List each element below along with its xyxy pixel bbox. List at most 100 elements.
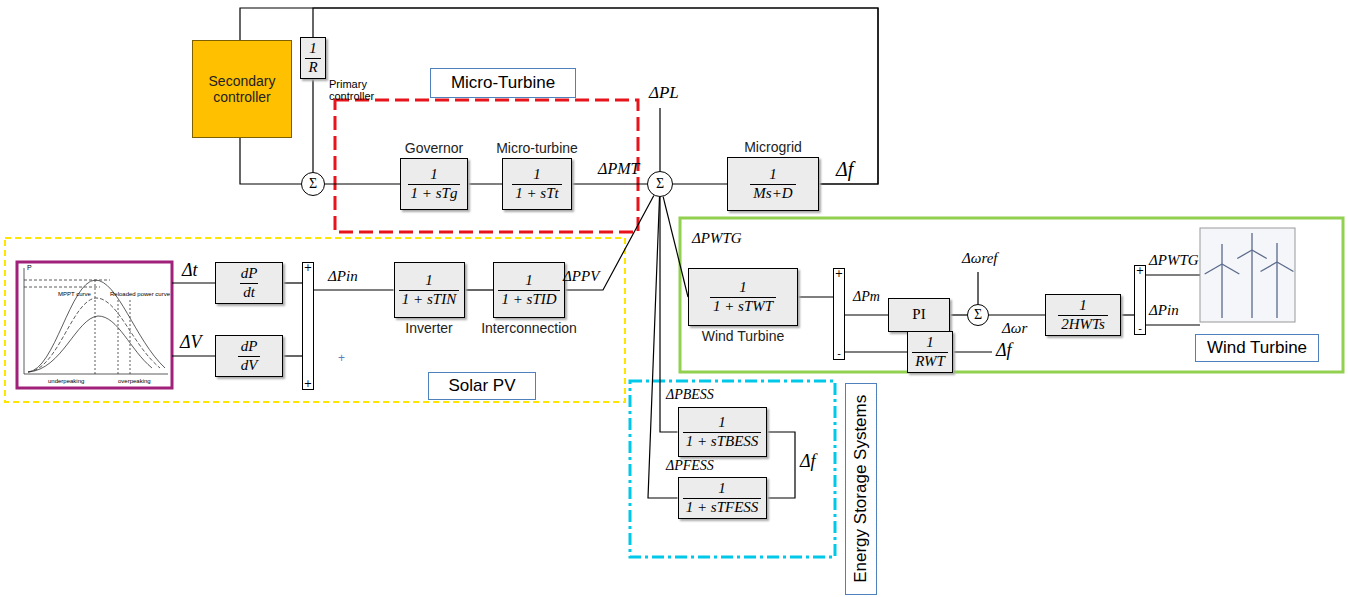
signal-label: Δωref xyxy=(962,250,998,267)
block-text: 1 xyxy=(739,279,747,296)
turbine-blade xyxy=(1276,243,1277,262)
signal-label: ΔPWTG xyxy=(1149,252,1199,269)
solar-region xyxy=(5,238,625,402)
block-text: PI xyxy=(912,306,925,323)
transfer-function-block: 11 + sTFESS xyxy=(678,477,767,519)
section-label: Energy Storage Systems xyxy=(845,383,877,595)
plot-axes xyxy=(24,268,168,374)
signal-connector xyxy=(325,183,400,184)
block-text: 1 + sTFESS xyxy=(683,498,762,516)
section-label: Solar PV xyxy=(428,372,536,400)
wind-f-wire xyxy=(950,351,992,352)
signal-connector xyxy=(312,79,313,172)
block-heading: Interconnection xyxy=(481,320,577,336)
block-text: 1 + sTBESS xyxy=(683,432,762,450)
controller-box: Secondary controller xyxy=(192,40,292,138)
turbine-tower xyxy=(1251,250,1252,318)
block-text: R xyxy=(305,58,320,76)
pv-curve xyxy=(28,316,152,372)
pv-curve-lines xyxy=(24,268,168,374)
transfer-function-block: 11 + sTWTWind Turbine xyxy=(688,268,798,326)
signal-label: + xyxy=(338,352,345,365)
signal-connector xyxy=(663,197,688,297)
block-text: 1 + sTIN xyxy=(399,290,459,308)
summing-junction: Σ xyxy=(967,304,989,326)
block-text: Σ xyxy=(974,307,982,323)
signal-label: ΔPPV xyxy=(563,268,599,285)
signal-connector xyxy=(572,183,647,184)
signal-wires xyxy=(172,108,1200,498)
block-text: 1 xyxy=(769,166,777,183)
signal-connector xyxy=(240,138,301,184)
block-text: - xyxy=(837,349,841,359)
block-text: 1 xyxy=(718,414,726,431)
block-text: 1 xyxy=(309,40,317,57)
pv-curve-plot xyxy=(17,262,172,388)
signal-label: ΔPMT xyxy=(598,160,639,178)
signal-connector xyxy=(468,183,502,184)
turbine-blade xyxy=(1251,233,1252,250)
transfer-function-block: 11 + sTINInverter xyxy=(394,262,465,318)
transfer-function-block: 1RWT xyxy=(907,331,953,373)
signal-connector xyxy=(283,355,302,356)
block-text: 2HWTs xyxy=(1058,315,1108,333)
block-text: 1 xyxy=(926,334,934,351)
signal-label: Δt xyxy=(182,261,198,281)
block-heading: Inverter xyxy=(405,320,452,336)
block-text: Energy Storage Systems xyxy=(851,395,871,583)
block-heading: Governor xyxy=(405,140,463,156)
reloaded-curve xyxy=(28,298,160,372)
block-text: dP xyxy=(241,338,258,355)
block-text: 1 xyxy=(425,272,433,289)
block-text: 1 xyxy=(525,272,533,289)
summing-junction: Σ xyxy=(647,171,673,197)
signal-connector xyxy=(1121,314,1134,315)
summing-bar: ++ xyxy=(302,262,314,390)
block-text: 1 xyxy=(533,166,541,183)
controller-block: PI xyxy=(888,298,950,332)
block-text: Wind Turbine xyxy=(1207,338,1307,358)
block-text: + xyxy=(835,269,843,279)
block-text: Secondary controller xyxy=(193,73,291,105)
transfer-function-block: dPdt xyxy=(215,262,283,304)
block-text: 1 + sTt xyxy=(512,184,561,202)
block-text: Micro-Turbine xyxy=(451,73,555,93)
signal-connector xyxy=(845,314,888,315)
signal-label: Primary controller xyxy=(329,78,385,102)
micro-turbine-region xyxy=(335,100,638,232)
wind-turbine-picture xyxy=(1200,228,1295,322)
signal-label: ΔPL xyxy=(649,84,679,103)
block-text: dt xyxy=(240,283,258,301)
transfer-function-block: Micro-turbine11 + sTt xyxy=(502,158,572,210)
block-text: 1 + sTg xyxy=(408,184,461,202)
plot-guides xyxy=(24,280,110,287)
block-text: RWT xyxy=(912,352,948,370)
block-text: 1 xyxy=(430,166,438,183)
turbine-tower xyxy=(1276,262,1277,318)
signal-label: ΔPin xyxy=(328,268,358,285)
transfer-function-block: Governor11 + sTg xyxy=(400,158,468,210)
turbine-blade xyxy=(1252,250,1267,259)
transfer-function-block: 12HWTs xyxy=(1045,294,1121,336)
block-text: + xyxy=(1136,266,1144,276)
turbine-blade xyxy=(1221,244,1222,264)
signal-label: ΔPin xyxy=(1149,302,1179,319)
summing-bar: +- xyxy=(1134,265,1146,335)
signal-connector xyxy=(314,289,394,290)
load-wire xyxy=(659,108,660,171)
signal-label: ΔPm xyxy=(853,289,880,304)
signal-label: ΔPBESS xyxy=(666,387,714,402)
summing-bar: +- xyxy=(833,268,845,360)
signal-connector xyxy=(950,314,967,315)
block-text: - xyxy=(1138,324,1142,334)
transfer-function-block: dPdV xyxy=(215,335,283,377)
block-text: Σ xyxy=(309,176,317,192)
wind-turbine-figures xyxy=(1205,233,1294,318)
block-text: + xyxy=(304,263,312,273)
block-text: 1 + sTWT xyxy=(710,297,776,315)
block-text: 1 xyxy=(1079,297,1087,314)
signal-connector xyxy=(989,314,1045,315)
signal-connector xyxy=(283,282,302,283)
signal-connector xyxy=(673,183,727,184)
signal-label: MPPT curve xyxy=(58,291,91,298)
